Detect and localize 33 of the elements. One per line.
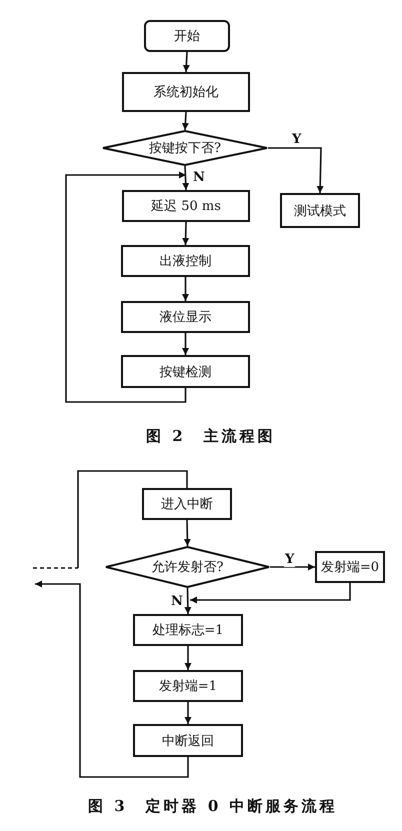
process-box: 中断返回 <box>133 724 243 757</box>
decision-diamond: 允许发射否? <box>105 546 270 588</box>
arrow <box>268 147 324 194</box>
process-box: 液位显示 <box>121 301 250 333</box>
dashed-line <box>33 470 188 569</box>
process-box: 处理标志=1 <box>133 614 243 646</box>
arrow <box>182 112 189 130</box>
process-box: 进入中断 <box>142 488 232 520</box>
process-box: 按键检测 <box>121 355 250 388</box>
decision-diamond: 按键按下否? <box>102 130 268 166</box>
figure-caption: 图 2 主流程图 <box>146 427 276 445</box>
arrow <box>190 583 351 604</box>
arrow <box>182 52 190 72</box>
process-box: 发射端=0 <box>315 551 385 583</box>
arrow <box>184 702 192 724</box>
arrow <box>182 277 189 301</box>
arrow <box>35 580 189 778</box>
process-box: 发射端=1 <box>133 670 243 702</box>
arrow <box>182 166 190 190</box>
process-box: 延迟 50 ms <box>122 190 250 222</box>
arrow <box>65 172 186 403</box>
arrow <box>184 520 191 546</box>
arrow <box>184 646 192 670</box>
arrow <box>182 222 190 246</box>
arrow <box>270 564 315 570</box>
edge-label: Y <box>284 553 296 567</box>
process-box: 测试模式 <box>280 193 360 228</box>
process-box: 系统初始化 <box>122 72 250 112</box>
arrow <box>182 333 189 355</box>
process-box: 出液控制 <box>121 245 250 277</box>
figure-caption: 图 3 定时器 0 中断服务流程 <box>88 797 338 815</box>
start-box: 开始 <box>144 20 230 52</box>
arrow <box>184 588 192 614</box>
